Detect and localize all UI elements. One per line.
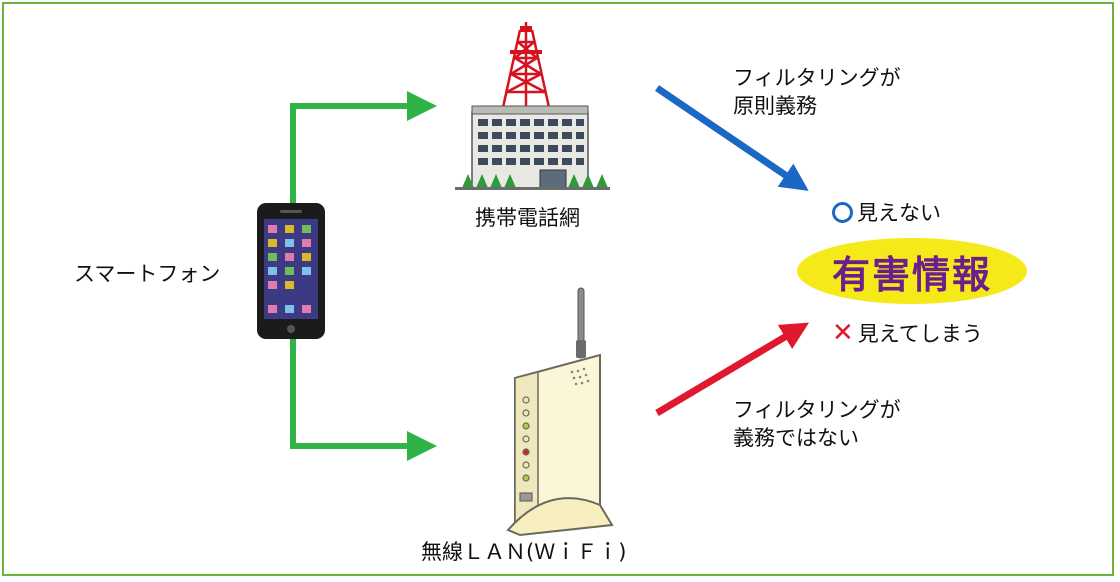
not-visible-text: 見えない	[857, 201, 941, 225]
harmful-info-badge: 有害情報	[797, 238, 1027, 304]
filtered-arrow	[655, 85, 809, 191]
harmful-info-text: 有害情報	[831, 252, 992, 297]
filter-not-required-line2: 義務ではない	[733, 426, 859, 450]
smartphone-icon	[257, 203, 325, 339]
filter-required-note: フィルタリングが 原則義務	[733, 64, 901, 120]
wifi-router-icon	[506, 287, 614, 537]
filter-required-line2: 原則義務	[733, 94, 817, 118]
not-visible-status: 見えない	[832, 197, 941, 227]
diagram-frame	[2, 2, 1114, 576]
visible-status: ✕ 見えてしまう	[832, 318, 983, 348]
cell-tower-building-icon	[455, 22, 610, 190]
mobile-network-label: 携帯電話網	[475, 206, 580, 230]
wireless-lan-label: 無線ＬＡＮ(ＷｉＦｉ)	[421, 540, 627, 564]
smartphone-label: スマートフォン	[74, 262, 221, 286]
filter-not-required-line1: フィルタリングが	[733, 398, 901, 422]
path-to-mobile-network	[290, 91, 437, 205]
cross-icon: ✕	[832, 318, 854, 348]
visible-text: 見えてしまう	[857, 322, 983, 346]
filter-not-required-note: フィルタリングが 義務ではない	[733, 396, 901, 452]
unfiltered-arrow	[655, 322, 810, 417]
filter-required-line1: フィルタリングが	[733, 66, 901, 90]
circle-icon	[832, 201, 853, 223]
path-to-wifi	[290, 337, 437, 461]
